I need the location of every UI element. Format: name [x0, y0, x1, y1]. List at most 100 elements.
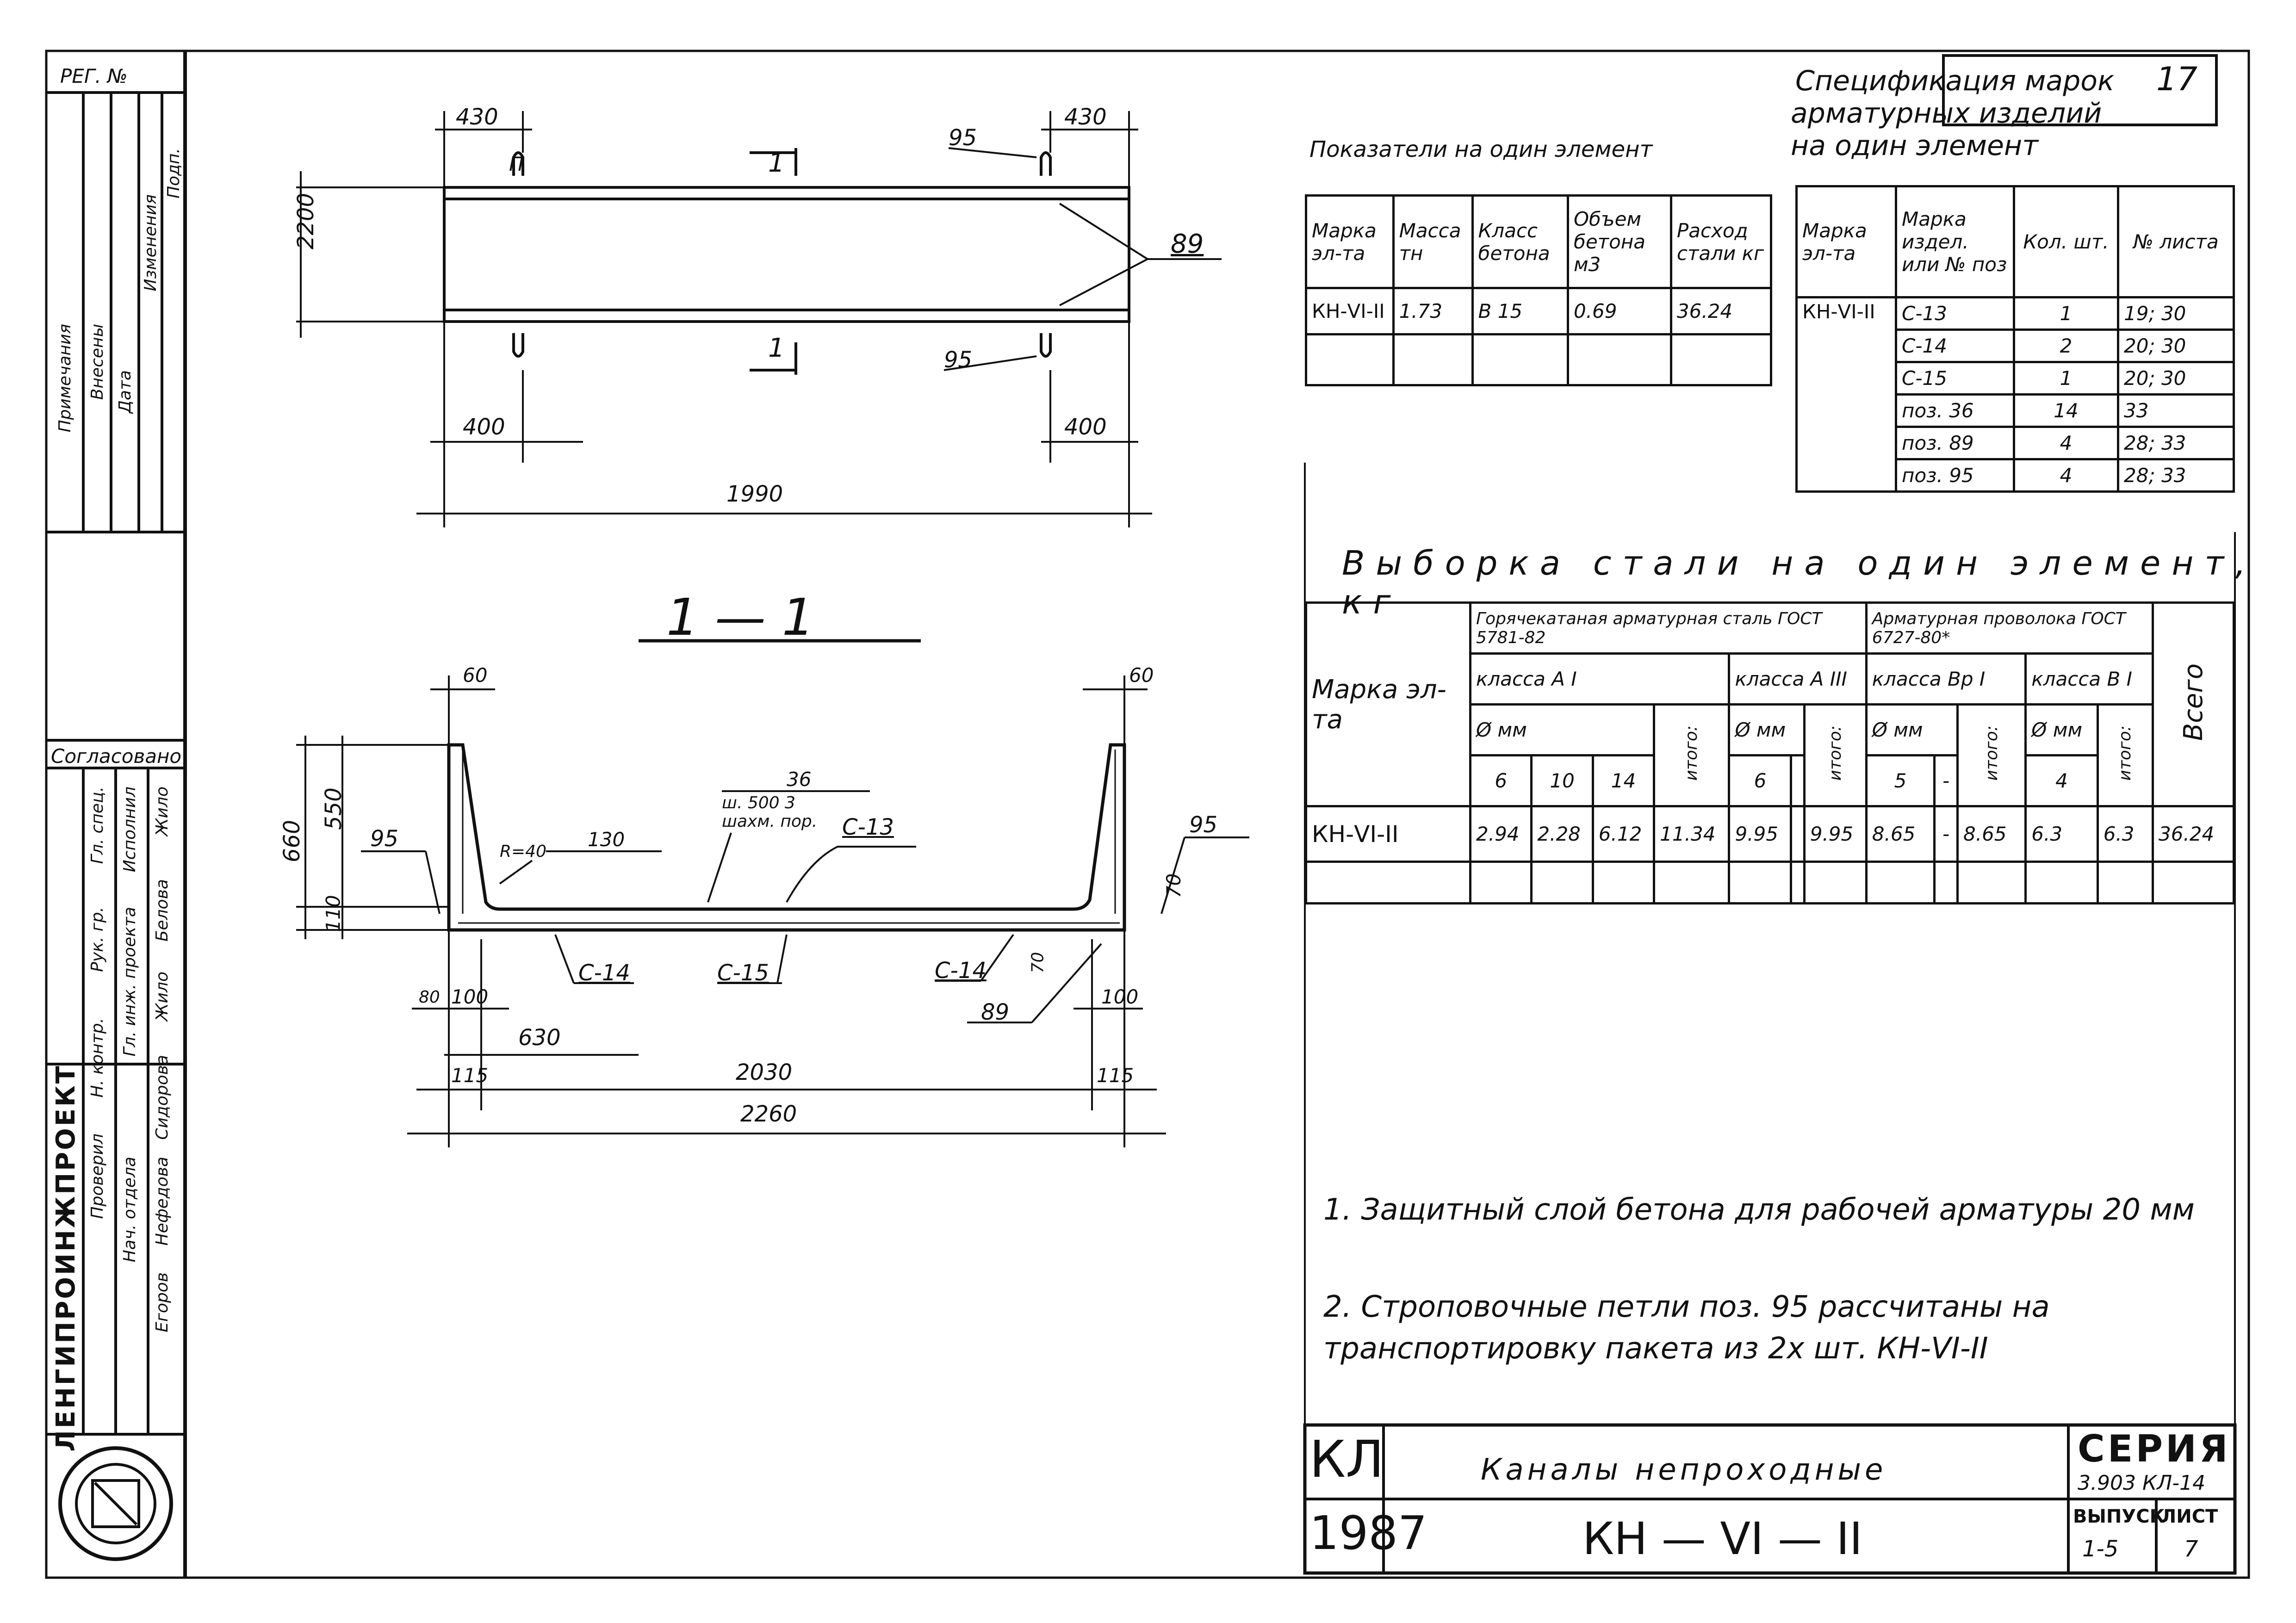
section-dim-630: 630: [518, 1025, 561, 1051]
title-series-label: СЕРИЯ: [2078, 1427, 2231, 1470]
ind-cell-mass: 1.73: [1392, 287, 1474, 335]
plan-section-mark-top: 1: [768, 148, 785, 178]
staff-role-1: Гл. спец.: [88, 787, 107, 864]
table-row: КН-VI-II С-13 1 19; 30: [1795, 296, 2235, 493]
steel-total-a1: итого:: [1653, 703, 1731, 807]
table-row: поз. 95 4 28; 33: [1797, 458, 2235, 493]
table-row: поз. 89 4 28; 33: [1797, 426, 2235, 460]
ind-header-class: Класс бетона: [1471, 194, 1569, 289]
steel-cell-value: 11.34: [1653, 805, 1731, 863]
spec-cell-sheet: 33: [2117, 393, 2235, 428]
outer-frame: [45, 50, 2250, 1579]
staff-role-5: Исполнил: [120, 787, 139, 873]
steel-dia-value: 14: [1591, 754, 1656, 807]
section-note-36: 36: [787, 768, 812, 791]
section-dim-110: 110: [322, 895, 345, 932]
table-row: поз. 36 14 33: [1797, 393, 2235, 428]
spec-cell-sheet: 28; 33: [2117, 458, 2235, 493]
section-label-c13: С-13: [842, 814, 894, 840]
note-2: 2. Строповочные петли поз. 95 рассчитаны…: [1323, 1290, 2050, 1366]
steel-dia-value: 6: [1469, 754, 1533, 807]
steel-cell-value: 9.95: [1803, 805, 1868, 863]
staff-name-6: Егоров: [153, 1272, 172, 1332]
steel-total-a3: итого:: [1803, 703, 1868, 807]
section-dim-60-right: 60: [1129, 664, 1154, 687]
plan-label-89: 89: [1171, 229, 1204, 259]
steel-class-a1: класса А I: [1469, 652, 1731, 706]
staff-name-4: Сидорова: [153, 1055, 172, 1140]
org-name: ЛЕНГИПРОИНЖПРОЕКТ: [51, 1064, 81, 1452]
plan-dim-1990: 1990: [726, 481, 783, 507]
steel-cell-value: 8.65: [1956, 805, 2027, 863]
plan-dim-95-top: 95: [949, 125, 977, 151]
steel-total-bp1: итого:: [1956, 703, 2027, 807]
ind-cell-mark: КН-VI-II: [1305, 287, 1395, 335]
steel-class-b1: класса В I: [2024, 652, 2154, 706]
staff-role-4: Проверил: [88, 1134, 107, 1219]
spec-cell-sheet: 19; 30: [2117, 296, 2235, 331]
steel-cell-value: 6.3: [2096, 805, 2154, 863]
spec-cell-qty: 4: [2013, 426, 2119, 460]
steel-header-hot-rolled: Горячекатаная арматурная сталь ГОСТ 5781…: [1469, 601, 1868, 655]
spec-cell-item: поз. 36: [1895, 393, 2015, 428]
steel-cell-value: 6.12: [1591, 805, 1656, 863]
staff-name-5: Нефедова: [153, 1157, 172, 1246]
spec-cell-qty: 1: [2013, 296, 2119, 331]
spec-cell-item: поз. 95: [1895, 458, 2015, 493]
steel-dia-value: 10: [1530, 754, 1594, 807]
title-sheet-value: 7: [2184, 1536, 2198, 1562]
agreed-label: Согласовано: [51, 745, 182, 768]
spec-header-sheet: № листа: [2117, 185, 2235, 298]
ind-header-volume: Объем бетона м3: [1566, 194, 1672, 289]
change-entry-sign: Подп.: [164, 148, 183, 198]
changes-header: Изменения: [141, 194, 160, 291]
spec-cell-qty: 2: [2013, 328, 2119, 363]
section-label-c14-left: С-14: [578, 960, 630, 986]
section-dim-130: 130: [588, 828, 625, 851]
staff-role-6: Гл. инж. проекта: [120, 907, 139, 1057]
table-row: С-15 1 20; 30: [1797, 361, 2235, 396]
ind-cell-steel: 36.24: [1669, 287, 1773, 335]
spec-cell-sheet: 20; 30: [2117, 328, 2235, 363]
steel-header-wire: Арматурная проволока ГОСТ 6727-80*: [1865, 601, 2154, 655]
steel-class-a3: класса А III: [1728, 652, 1868, 706]
spec-header-item: Марка издел. или № поз: [1895, 185, 2015, 298]
title-name: Каналы непроходные: [1481, 1453, 1887, 1487]
steel-total-b1: итого:: [2096, 703, 2154, 807]
spec-title-1: Спецификация марок: [1795, 65, 2115, 97]
section-dim-2030: 2030: [736, 1059, 793, 1085]
spec-cell-qty: 4: [2013, 458, 2119, 493]
title-issue-label: ВЫПУСК: [2073, 1506, 2165, 1527]
spec-cell-item: С-15: [1895, 361, 2015, 396]
section-label-c15: С-15: [717, 960, 769, 986]
section-label-89: 89: [981, 999, 1010, 1025]
indicators-table: Марка эл-та Масса тн Класс бетона Объем …: [1305, 194, 1773, 386]
sheet-number-box: [1942, 54, 2218, 126]
spec-header-mark: Марка эл-та: [1795, 185, 1897, 298]
plan-dim-400-right: 400: [1064, 414, 1107, 440]
section-dim-95-left: 95: [370, 826, 399, 852]
spec-table: Марка эл-та Марка издел. или № поз Кол. …: [1795, 185, 2235, 493]
section-dim-2260: 2260: [740, 1101, 797, 1127]
spec-cell-item: поз. 89: [1895, 426, 2015, 460]
change-entry-notes: Примечания: [56, 324, 74, 433]
sheet-number: 17: [2156, 60, 2198, 98]
steel-dia-value: 5: [1865, 754, 1936, 807]
title-sheet-label: ЛИСТ: [2161, 1506, 2218, 1527]
title-mark: КН — VI — II: [1582, 1513, 1863, 1565]
steel-dia-a1: Ø мм: [1469, 703, 1656, 756]
plan-dim-430-right: 430: [1064, 104, 1107, 130]
spec-cell-item: С-13: [1895, 296, 2015, 331]
spec-cell-qty: 14: [2013, 393, 2119, 428]
change-entry-date: Дата: [116, 370, 135, 414]
steel-cell-value: 36.24: [2152, 805, 2235, 863]
section-dim-660: 660: [279, 820, 305, 862]
table-row: С-14 2 20; 30: [1797, 328, 2235, 363]
section-dim-80: 80: [419, 988, 440, 1007]
plan-dim-400-left: 400: [463, 414, 505, 440]
steel-dia-b1: Ø мм: [2024, 703, 2099, 756]
steel-cell-value: -: [1933, 805, 1959, 863]
spec-header-qty: Кол. шт.: [2013, 185, 2119, 298]
steel-dia-value: -: [1933, 754, 1959, 807]
title-code: КЛ: [1309, 1430, 1384, 1489]
